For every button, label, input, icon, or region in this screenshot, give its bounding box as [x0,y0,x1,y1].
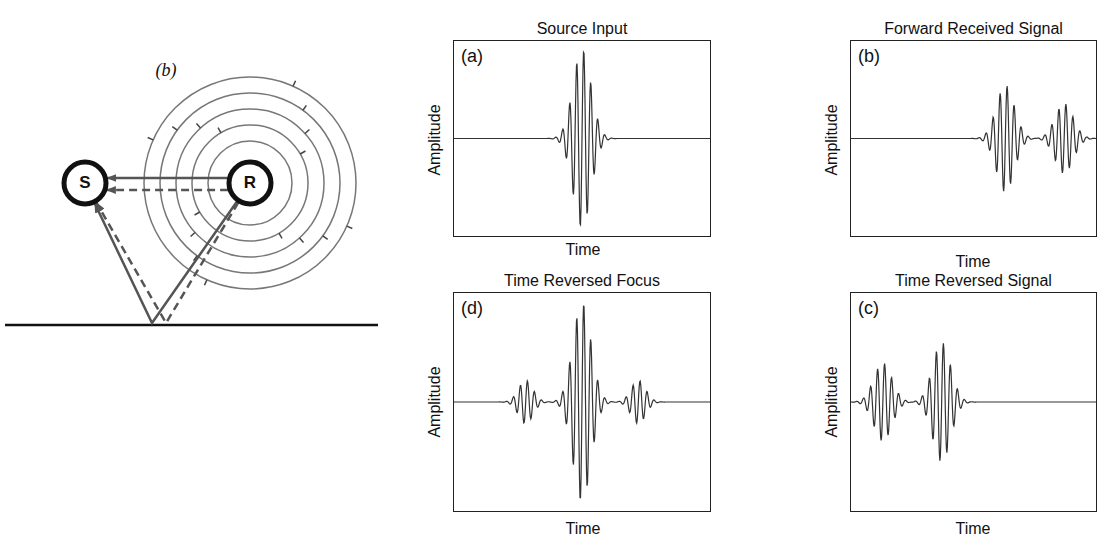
circle-letter: S [79,173,90,193]
ring-tick [293,81,295,86]
circle-ring [64,162,106,204]
ring-ticks [148,81,353,286]
axis-label-amplitude: Amplitude [823,366,841,437]
axis-label-time: Time [956,520,991,538]
ring-tick [305,129,309,133]
waveform [851,86,1096,191]
panel-tag: (a) [461,46,483,67]
ring-tick [300,238,304,242]
waveform [454,52,710,224]
ring-tick [148,137,153,139]
transducer-circle: R [226,159,274,207]
transducer-circle: S [61,159,109,207]
plot-panel: Forward Received Signal(b) [850,40,1097,237]
dashed-wave-path [107,189,228,192]
ring-tick [300,151,305,154]
ring-tick [218,128,221,133]
wave-rings [144,77,356,289]
axis-label-amplitude: Amplitude [823,104,841,175]
circle-letter: R [244,173,256,193]
dashed-wave-path [97,203,239,323]
waveform-plot [454,41,710,236]
solid-wave-path [95,202,237,323]
ring-tick [303,105,307,110]
waveform-plot [454,293,710,511]
panel-title: Time Reversed Focus [504,272,660,290]
panel-title: Source Input [537,20,628,38]
axis-label-amplitude: Amplitude [426,366,444,437]
ground-line [5,324,378,327]
panel-tag: (b) [858,46,880,67]
solid-wave-path [107,177,227,180]
ring-tick [191,233,195,237]
axis-label-time: Time [566,520,601,538]
waveform [454,306,710,499]
plot-panel: Time Reversed Focus(d) [453,292,711,512]
ring-tick [323,236,328,240]
waveform-plot [851,41,1096,236]
ring-tick [279,233,282,238]
plot-panel: Source Input(a) [453,40,711,237]
panel-tag: (c) [858,298,879,319]
ring-tick [204,280,206,285]
plot-panel: Time Reversed Signal(c) [850,292,1097,512]
ring-tick [347,226,352,228]
waveform-plot [851,293,1096,511]
figure-label: (b) [156,60,177,81]
axis-label-amplitude: Amplitude [426,104,444,175]
circle-ring [229,162,271,204]
panel-title: Forward Received Signal [884,20,1063,38]
ring-tick [195,212,200,215]
panel-title: Time Reversed Signal [895,272,1052,290]
panel-tag: (d) [461,298,483,319]
waveform [851,343,1096,461]
axis-label-time: Time [956,253,991,271]
ring-tick [172,127,177,131]
axis-label-time: Time [566,241,601,259]
ring-tick [196,124,200,128]
